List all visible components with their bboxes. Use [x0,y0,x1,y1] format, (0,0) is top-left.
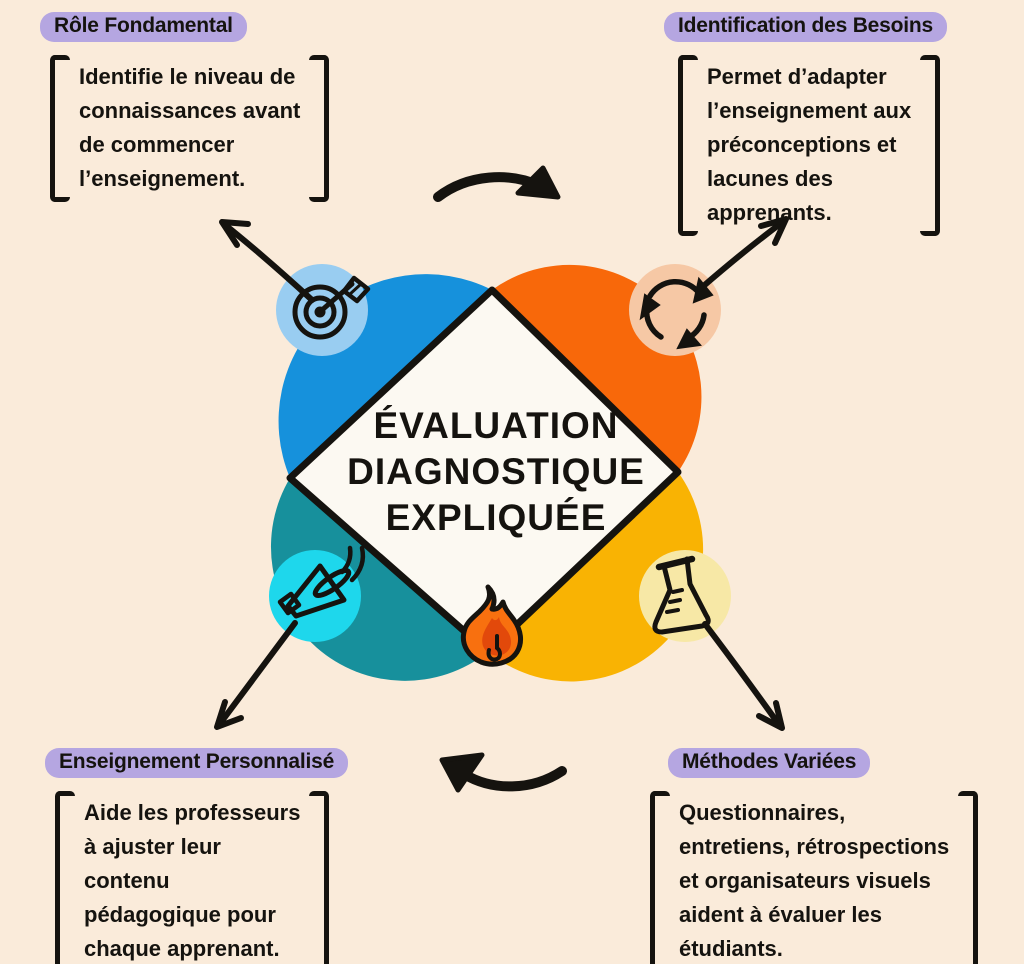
section-body: Permet d’adapter l’enseignement aux préc… [707,64,912,225]
recycle-badge [629,264,721,356]
bracketed-note: Aide les professeurs à ajuster leur cont… [55,791,355,964]
left-bracket [55,791,75,964]
bracketed-note: Identifie le niveau de connaissances ava… [50,55,342,202]
section-methodes-variees: Méthodes Variées Questionnaires, entreti… [650,748,990,964]
center-title-line: Expliquée [385,497,607,538]
center-title-line: Diagnostique [347,451,645,492]
section-title-pill: Rôle Fondamental [40,12,247,42]
bracketed-note: Questionnaires, entretiens, rétrospectio… [650,791,990,964]
section-body: Aide les professeurs à ajuster leur cont… [84,800,301,961]
bracketed-note: Permet d’adapter l’enseignement aux préc… [678,55,968,236]
recycle-icon [639,276,714,350]
arrow-bottom-left [214,620,298,730]
arrow-bottom-right [702,621,785,731]
section-enseignement-personnalise: Enseignement Personnalisé Aide les profe… [45,748,355,964]
section-body: Questionnaires, entretiens, rétrospectio… [679,800,950,961]
left-bracket [650,791,670,964]
section-title-pill: Enseignement Personnalisé [45,748,349,778]
section-role-fondamental: Rôle Fondamental Identifie le niveau de … [40,12,342,202]
megaphone-icon [277,545,366,619]
right-bracket [958,791,979,964]
arrow-top-left [219,219,315,303]
right-bracket [309,55,330,202]
flame-icon [460,584,524,667]
target-icon [292,275,371,340]
left-bracket [50,55,70,202]
section-identification-des-besoins: Identification des Besoins Permet d’adap… [664,12,968,236]
right-bracket [920,55,941,236]
section-title-pill: Méthodes Variées [668,748,871,778]
section-body: Identifie le niveau de connaissances ava… [79,64,301,191]
center-title: Évaluation Diagnostique Expliquée [336,403,656,541]
arrow-top-right [697,216,789,292]
flask-icon [652,555,711,635]
flask-badge [639,550,731,642]
megaphone-badge [269,545,366,642]
left-bracket [678,55,698,236]
right-bracket [309,791,330,964]
curved-arrow-top [433,165,561,202]
curved-arrow-bottom [439,752,567,793]
section-title-pill: Identification des Besoins [664,12,948,42]
center-title-line: Évaluation [373,405,619,446]
